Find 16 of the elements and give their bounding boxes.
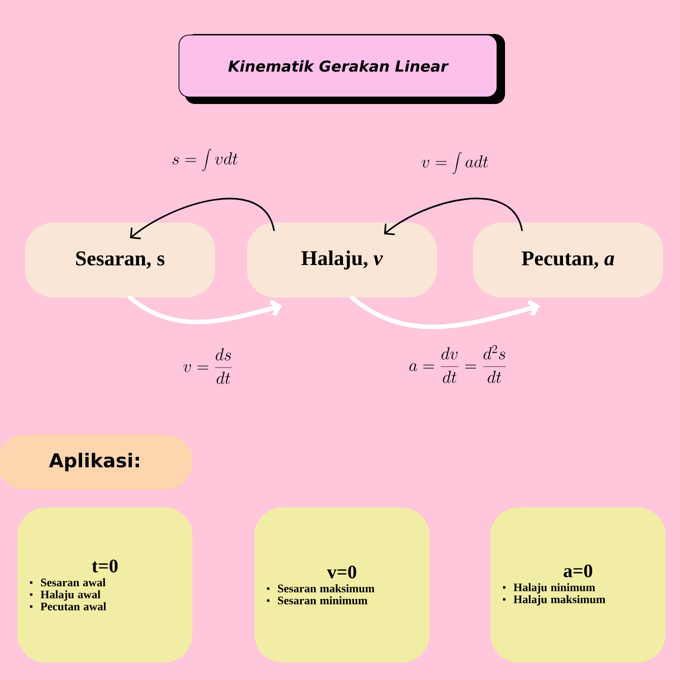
term-bubble: Sesaran, s [25,222,215,298]
term-bubble: Pecutan, a [473,222,663,298]
title-box: Kinematik Gerakan Linear [178,34,498,98]
curved-arrow [130,198,275,240]
info-card: v=0 Sesaran maksimum Sesaran minimum [254,508,430,662]
term-bubble: Halaju, v [247,222,437,298]
formula-label: $s = \int vdt$ [172,148,238,172]
curved-arrow [384,198,523,236]
info-card: a=0 Halaju ninimum Halaju maksimum [490,508,666,662]
formula-label: $a = \frac{dv}{dt} = \frac{d^2s}{dt}$ [409,344,506,383]
curved-arrow [128,295,282,324]
curved-arrow [350,295,540,330]
heading-tag: Aplikasi: [0,434,192,490]
info-card: t=0 Sesaran awal Halaju awal Pecutan awal [18,508,192,662]
formula-label: $v = \int adt$ [422,152,488,174]
formula-label: $v = \frac{ds}{dt}$ [183,348,232,384]
